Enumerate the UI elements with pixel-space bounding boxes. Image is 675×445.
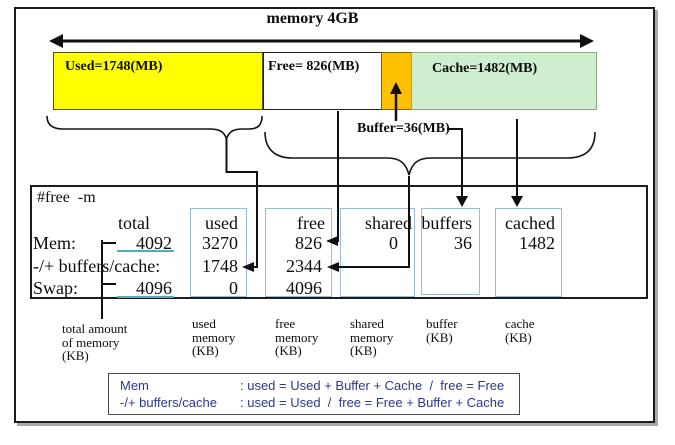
legend-mem-term: Mem <box>120 378 149 393</box>
swap-used: 0 <box>229 278 238 298</box>
swap-row-label: Swap: <box>33 278 78 298</box>
bar-segment-cache <box>411 52 597 110</box>
bar-segment-used <box>53 52 263 110</box>
header-cached: cached <box>505 213 555 233</box>
footnote-used: used memory (KB) <box>192 316 236 358</box>
buffers-cache-free: 2344 <box>286 256 322 276</box>
cached-column-box <box>495 208 562 297</box>
swap-total-underline <box>117 296 174 298</box>
buffers-cache-row-label: -/+ buffers/cache: <box>33 256 161 276</box>
buffers-column-box <box>421 208 480 295</box>
footnote-cache: cache (KB) <box>505 316 535 345</box>
mem-buffers: 36 <box>454 233 472 253</box>
swap-total: 4096 <box>136 278 172 298</box>
free-command: #free -m <box>37 189 96 206</box>
diagram-title: memory 4GB <box>266 10 359 27</box>
footnote-shared: shared memory (KB) <box>350 316 394 358</box>
header-buffers: buffers <box>421 213 472 233</box>
header-used: used <box>205 213 238 233</box>
header-total: total <box>118 213 150 233</box>
bar-segment-free <box>263 52 382 110</box>
legend-mem-definition: : used = Used + Buffer + Cache / free = … <box>240 378 505 393</box>
mem-free: 826 <box>295 233 322 253</box>
mem-row-label: Mem: <box>33 233 76 253</box>
mem-cached: 1482 <box>519 233 555 253</box>
mem-total: 4092 <box>136 233 172 253</box>
mem-total-underline <box>117 250 174 252</box>
footnote-total: total amount of memory (KB) <box>62 321 128 363</box>
buffers-cache-used: 1748 <box>202 256 238 276</box>
cache-segment-label: Cache=1482(MB) <box>432 61 538 76</box>
mem-shared: 0 <box>389 233 398 253</box>
legend-buffers-cache-definition: : used = Used / free = Free + Buffer + C… <box>240 395 505 410</box>
mem-used: 3270 <box>202 233 238 253</box>
footnote-buffer: buffer (KB) <box>426 316 458 345</box>
free-segment-label: Free= 826(MB) <box>268 59 360 74</box>
header-shared: shared <box>365 213 412 233</box>
buffer-segment-label: Buffer=36(MB) <box>357 121 450 136</box>
swap-free: 4096 <box>286 278 322 298</box>
header-free: free <box>297 213 325 233</box>
legend-box <box>108 373 520 415</box>
used-segment-label: Used=1748(MB) <box>65 59 163 74</box>
bar-segment-buffer <box>381 52 412 110</box>
legend-buffers-cache-term: -/+ buffers/cache <box>120 395 217 410</box>
footnote-free: free memory (KB) <box>275 316 319 358</box>
